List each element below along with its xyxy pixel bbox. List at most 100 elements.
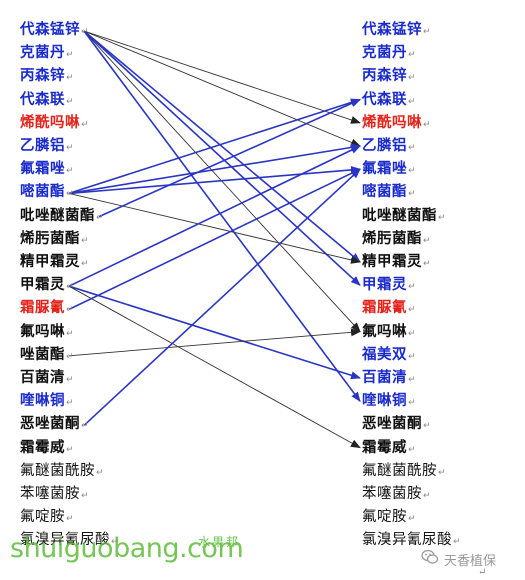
wechat-icon <box>421 549 439 564</box>
right-item-label: 精甲霜灵 <box>362 253 422 270</box>
right-item-label: 克菌丹 <box>362 44 407 62</box>
left-item: 烯酰吗啉↵ <box>20 114 89 132</box>
watermark-account-name: 天香植保 <box>444 554 497 569</box>
left-item-label: 氟醚菌酰胺 <box>20 462 95 479</box>
left-item-label: 精甲霜灵 <box>20 253 80 270</box>
paragraph-mark-icon: ↵ <box>408 375 417 385</box>
left-item-label: 唑菌酯 <box>20 345 65 363</box>
right-item: 乙膦铝↵ <box>362 137 416 155</box>
connection-arrow <box>68 328 361 357</box>
right-item: 霜脲氰↵ <box>362 299 416 317</box>
paragraph-mark-icon: ↵ <box>453 537 462 548</box>
left-item: 吡唑醚菌酯↵ <box>20 207 104 225</box>
right-item: 氟吗啉↵ <box>362 323 416 341</box>
left-item-label: 克菌丹 <box>20 44 65 62</box>
connection-arrow <box>68 285 361 449</box>
paragraph-mark-icon: ↵ <box>408 305 417 316</box>
right-item: 氯溴异氰尿酸↵ <box>362 531 461 549</box>
left-item: 克菌丹↵ <box>20 44 74 62</box>
paragraph-mark-icon: ↵ <box>408 328 417 339</box>
left-item-label: 代森联 <box>20 90 65 108</box>
right-item: 吡唑醚菌酯↵ <box>362 207 446 225</box>
left-item-label: 喹啉铜 <box>20 392 65 410</box>
paragraph-mark-icon: ↵ <box>423 235 432 246</box>
left-item: 乙膦铝↵ <box>20 137 74 155</box>
connection-arrow <box>83 30 361 286</box>
left-item: 唑菌酯↵ <box>20 346 74 364</box>
connection-arrow <box>83 168 361 426</box>
right-item: 甲霜灵↵ <box>362 276 416 294</box>
paragraph-mark-icon: ↵ <box>408 351 417 362</box>
connection-arrow <box>68 168 361 311</box>
right-item-label: 氟醚菌酰胺 <box>362 462 437 479</box>
paragraph-mark-icon: ↵ <box>111 537 120 548</box>
paragraph-mark-icon: ↵ <box>408 96 417 107</box>
paragraph-mark-icon: ↵ <box>408 166 417 177</box>
left-item: 代森锰锌↵ <box>20 21 89 39</box>
connection-arrow <box>68 165 361 195</box>
left-item: 氟啶胺↵ <box>20 508 74 526</box>
paragraph-mark-icon: ↵ <box>66 514 75 525</box>
left-item: 百菌清↵ <box>20 369 74 387</box>
left-item-label: 烯酰吗啉 <box>20 113 80 131</box>
left-item-label: 霜脲氰 <box>20 299 65 317</box>
paragraph-mark-icon: ↵ <box>408 444 417 455</box>
paragraph-mark-icon: ↵ <box>408 514 417 525</box>
paragraph-mark-icon: ↵ <box>81 491 90 501</box>
connection-arrow <box>68 143 361 195</box>
right-item: 恶唑菌酮↵ <box>362 415 431 433</box>
right-item: 喹啉铜↵ <box>362 392 416 410</box>
paragraph-mark-icon: ↵ <box>408 50 417 61</box>
left-item: 嘧菌酯↵ <box>20 183 74 201</box>
left-item-label: 恶唑菌酮 <box>20 415 80 433</box>
right-item: 精甲霜灵↵ <box>362 253 431 271</box>
right-item: 代森联↵ <box>362 91 416 109</box>
left-item-label: 甲霜灵 <box>20 276 65 294</box>
paragraph-mark-icon: ↵ <box>66 328 75 339</box>
right-item: 氟霜唑↵ <box>362 160 416 178</box>
connection-arrow <box>68 285 361 380</box>
right-item: 克菌丹↵ <box>362 44 416 62</box>
right-item-label: 霜脲氰 <box>362 299 407 317</box>
paragraph-mark-icon: ↵ <box>66 50 75 61</box>
watermark-site-name: 水果邦 <box>198 535 241 549</box>
connection-arrow <box>83 30 361 147</box>
connection-arrow <box>68 145 361 287</box>
paragraph-mark-icon: ↵ <box>423 119 432 130</box>
right-item: 氟醚菌酰胺↵ <box>362 462 446 480</box>
right-item-label: 恶唑菌酮 <box>362 415 422 433</box>
left-item-label: 乙膦铝 <box>20 137 65 154</box>
paragraph-mark-icon: ↵ <box>81 259 90 269</box>
right-item: 苯噻菌胺↵ <box>362 485 431 503</box>
right-item: 烯酰吗啉↵ <box>362 114 431 132</box>
right-item: 霜霉威↵ <box>362 439 416 457</box>
connection-arrow <box>83 30 361 124</box>
left-item-label: 氟霜唑 <box>20 160 65 178</box>
paragraph-mark-icon: ↵ <box>81 27 90 37</box>
paragraph-mark-icon: ↵ <box>423 491 432 501</box>
paragraph-mark-icon: ↵ <box>66 305 75 316</box>
paragraph-mark-icon: ↵ <box>408 398 417 409</box>
left-item: 霜霉威↵ <box>20 439 74 457</box>
paragraph-mark-icon: ↵ <box>408 189 417 200</box>
right-item-label: 烯肟菌酯 <box>362 229 422 247</box>
left-item-label: 氯溴异氰尿酸 <box>20 532 110 549</box>
paragraph-mark-icon: ↵ <box>408 73 417 84</box>
right-item-label: 代森联 <box>362 90 407 108</box>
watermark-site-url: shuiguobang.com <box>10 533 244 564</box>
paragraph-mark-icon: ↵ <box>66 96 75 107</box>
connection-arrow <box>68 192 361 264</box>
paragraph-mark-icon: ↵ <box>438 212 447 223</box>
right-item-label: 氯溴异氰尿酸 <box>362 532 452 549</box>
paragraph-mark-icon: ↵ <box>66 351 75 362</box>
paragraph-mark-icon: ↵ <box>96 467 105 478</box>
left-item-label: 氟啶胺 <box>20 509 65 526</box>
left-item-label: 氟吗啉 <box>20 322 65 340</box>
left-item-label: 嘧菌酯 <box>20 183 65 201</box>
right-item-label: 乙膦铝 <box>362 137 407 154</box>
right-item: 丙森锌↵ <box>362 67 416 85</box>
left-item: 霜脲氰↵ <box>20 299 74 317</box>
paragraph-mark-icon: ↵ <box>66 166 75 177</box>
right-item-label: 甲霜灵 <box>362 276 407 294</box>
